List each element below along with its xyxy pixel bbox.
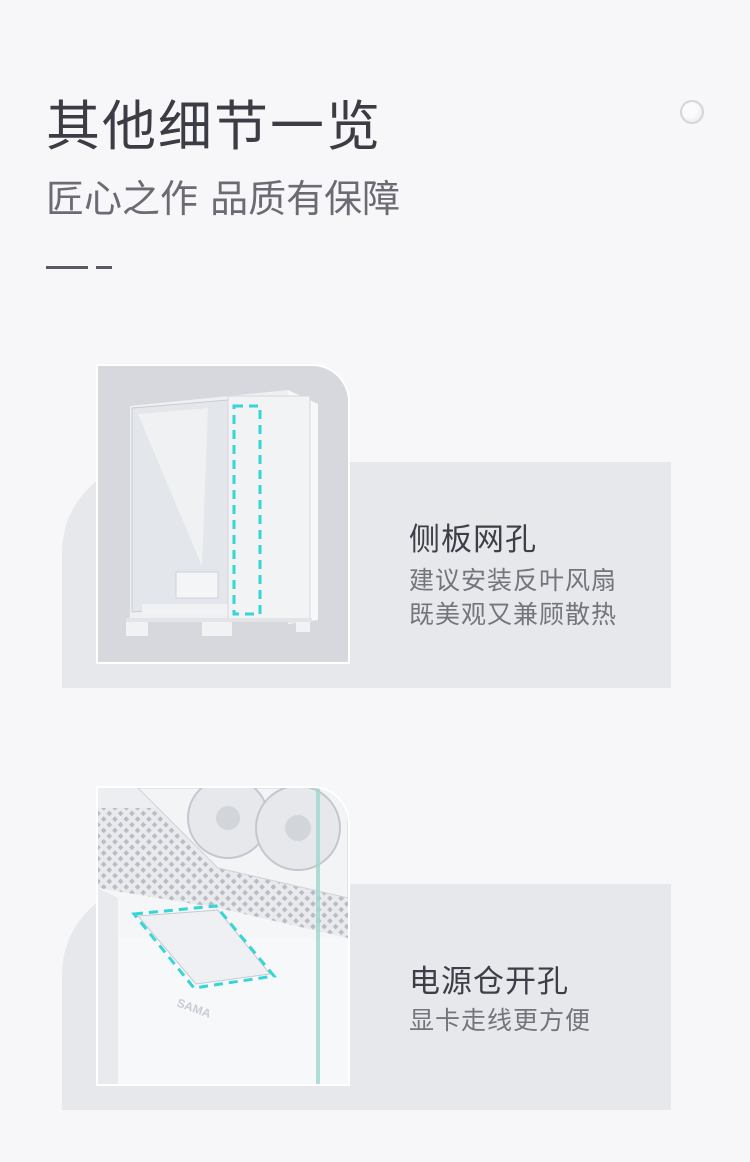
psu-cutout-photo: SAMA — [98, 788, 348, 1084]
feature-desc-line1: 建议安装反叶风扇 — [409, 566, 618, 595]
decorative-divider — [46, 266, 112, 270]
feature-card-side-mesh: 侧板网孔 建议安装反叶风扇 既美观又兼顾散热 — [62, 366, 671, 688]
psu-shroud-cutout-icon: SAMA — [98, 788, 348, 1084]
feature-card-psu-cutout: SAMA 电源仓开孔 显卡走线更方便 — [62, 788, 671, 1110]
circle-icon — [680, 100, 704, 124]
pc-case-side-mesh-icon — [98, 366, 348, 662]
feature-desc-line2: 既美观又兼顾散热 — [409, 600, 618, 629]
feature-title: 侧板网孔 — [409, 522, 537, 558]
page-subtitle: 匠心之作 品质有保障 — [46, 177, 401, 221]
feature-desc-line1: 显卡走线更方便 — [409, 1006, 592, 1035]
feature-title: 电源仓开孔 — [409, 964, 569, 1000]
page-title: 其他细节一览 — [46, 95, 382, 158]
side-mesh-photo — [98, 366, 348, 662]
